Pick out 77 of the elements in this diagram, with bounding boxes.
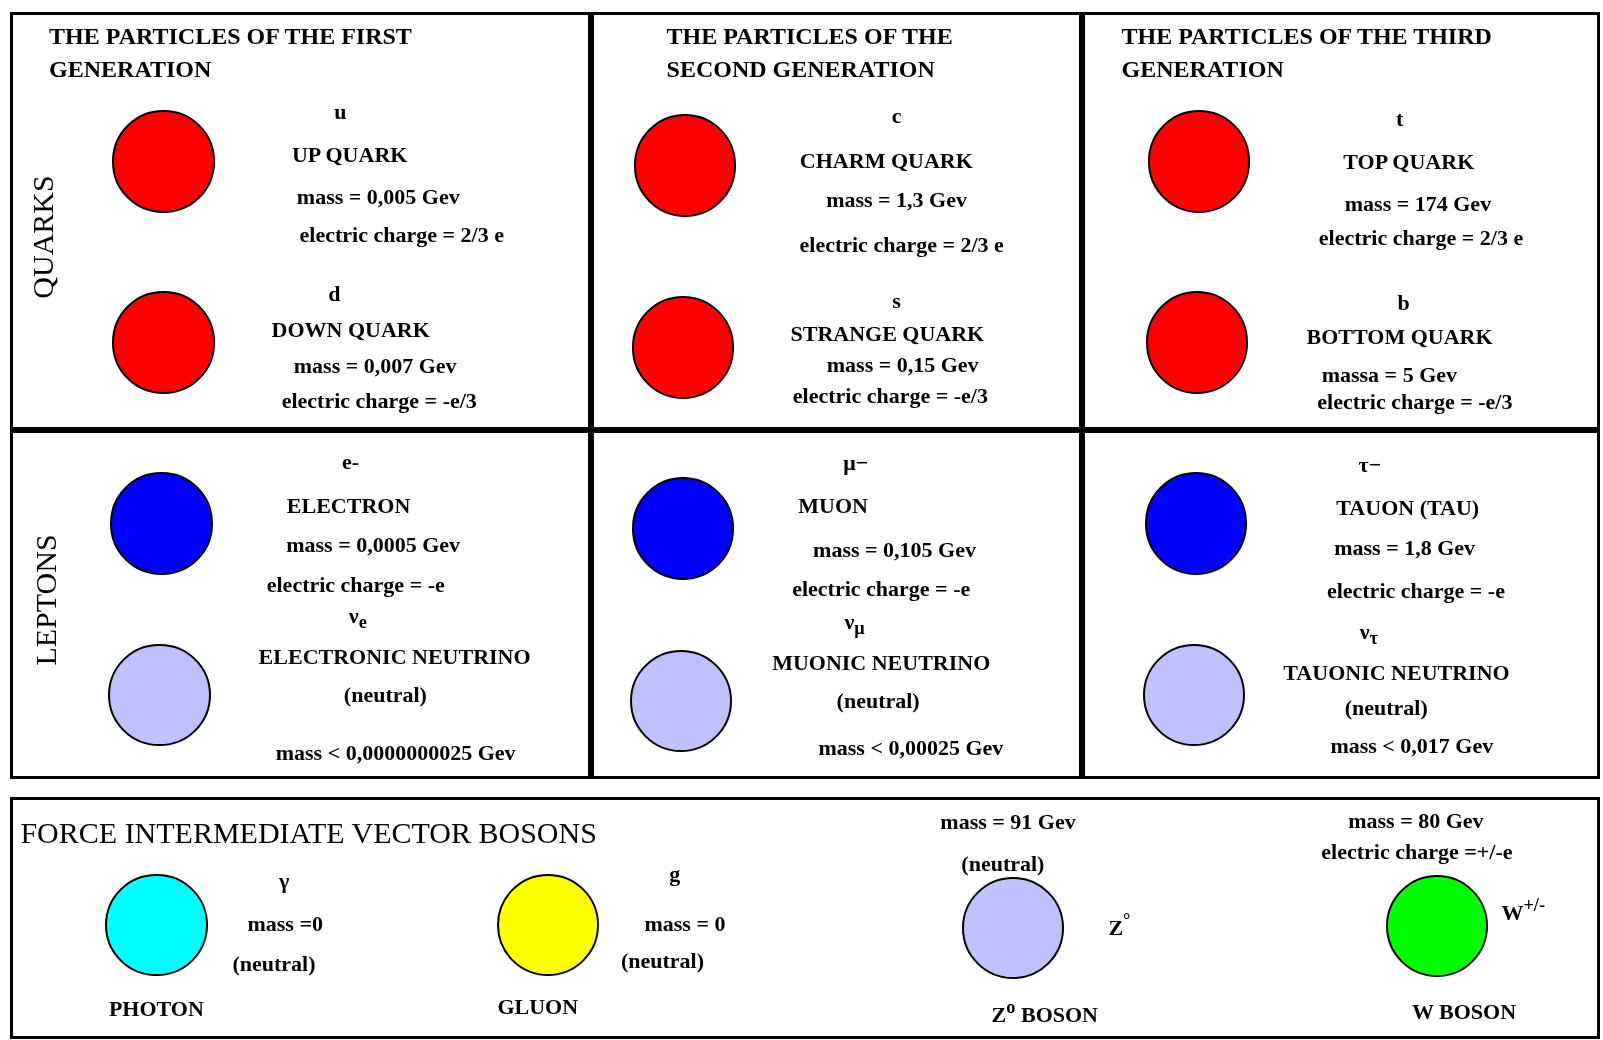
table-cell — [1081, 12, 1600, 431]
particle-info-text: ν$_{e}$ — [348, 604, 367, 633]
particle-info-text: PHOTON — [108, 996, 204, 1022]
particle-info-text: γ — [279, 869, 290, 894]
particle-info-text: TOP QUARK — [1343, 149, 1475, 174]
particle-info-text: mass < 0,00025 Gev — [818, 736, 1004, 761]
particle-info-text: mass = 1,3 Gev — [826, 188, 967, 213]
particle-info-text: mass = 0,005 Gev — [296, 185, 460, 210]
particle-info-text: TAUON (TAU) — [1336, 496, 1480, 521]
particle-info-text: MUON — [798, 493, 868, 519]
particle-info-text: d — [328, 282, 341, 307]
particle-info-text: TAUONIC NEUTRINO — [1283, 660, 1510, 685]
particle-info-text: b — [1397, 290, 1410, 315]
section-panel — [10, 797, 1600, 1039]
particle-info-text: electric charge = -e — [266, 572, 445, 597]
particle-info-text: s — [892, 288, 901, 313]
particle-info-text: (neutral) — [961, 851, 1045, 876]
table-cell — [1081, 430, 1600, 779]
particle-info-text: u — [334, 100, 347, 125]
particle-info-text: electric charge = -e — [1326, 578, 1505, 603]
particle-info-text: ν$_{μ}$ — [844, 609, 865, 638]
particle-info-text: mass =0 — [247, 912, 323, 937]
particle-info-text: electric charge = -e/3 — [281, 388, 477, 413]
particle-info-text: ELECTRONIC NEUTRINO — [258, 645, 531, 670]
particle-info-text: electric charge = 2/3 e — [799, 233, 1004, 258]
table-cell — [590, 430, 1082, 779]
particle-info-text: mass < 0,017 Gev — [1330, 734, 1494, 759]
particle-info-text: BOTTOM QUARK — [1306, 325, 1493, 350]
particle-info-text: mass = 0,105 Gev — [813, 537, 976, 563]
particle-info-text: Z$^{o}$ BOSON — [991, 997, 1098, 1027]
particle-info-text: mass = 174 Gev — [1344, 192, 1492, 217]
particle-info-text: GLUON — [497, 994, 579, 1020]
particle-info-text: STRANGE QUARK — [790, 322, 985, 347]
particle-info-text: mass = 80 Gev — [1348, 808, 1484, 833]
particle-info-text: (neutral) — [1344, 696, 1428, 721]
row-heading: LEPTONS — [29, 534, 63, 666]
particle-info-text: CHARM QUARK — [799, 148, 973, 173]
particle-info-text: electric charge = 2/3 e — [1318, 226, 1524, 251]
particle-info-text: massa = 5 Gev — [1321, 363, 1457, 388]
particle-info-text: τ− — [1358, 453, 1382, 478]
particle-info-text: (neutral) — [620, 948, 704, 974]
particle-info-text: c — [891, 103, 902, 128]
table-cell — [590, 12, 1082, 431]
particle-info-text: mass = 0,007 Gev — [293, 353, 457, 379]
particle-info-text: electric charge = -e — [792, 576, 971, 601]
column-heading: THE PARTICLES OF THE THIRD GENERATION — [1121, 22, 1493, 84]
particle-info-text: mass = 1,8 Gev — [1334, 535, 1476, 561]
particle-info-text: mass = 0 — [644, 912, 726, 937]
particle-info-text: e- — [342, 450, 360, 475]
particle-info-text: electric charge = -e/3 — [792, 383, 988, 408]
particle-info-text: (neutral) — [343, 683, 427, 708]
particle-info-text: W BOSON — [1411, 1000, 1516, 1025]
particle-info-text: (neutral) — [836, 689, 920, 714]
particle-info-text: W$^{+/-}$ — [1501, 895, 1546, 925]
particle-info-text: electric charge = -e/3 — [1317, 389, 1513, 414]
row-heading: QUARKS — [25, 175, 60, 299]
particle-info-text: ELECTRON — [286, 493, 411, 519]
particle-info-text: g — [669, 862, 681, 887]
column-heading: THE PARTICLES OF THE SECOND GENERATION — [666, 22, 954, 84]
table-cell — [10, 12, 591, 431]
particle-info-text: DOWN QUARK — [271, 318, 430, 343]
particle-info-text: MUONIC NEUTRINO — [772, 651, 991, 676]
section-heading: FORCE INTERMEDIATE VECTOR BOSONS — [20, 814, 598, 851]
particle-info-text: UP QUARK — [291, 143, 408, 168]
column-heading: THE PARTICLES OF THE FIRST GENERATION — [49, 22, 413, 84]
particle-info-text: μ− — [843, 451, 869, 476]
particle-info-text: t — [1395, 106, 1404, 131]
particle-info-text: mass < 0,0000000025 Gev — [275, 741, 516, 766]
particle-info-text: ν$_{τ}$ — [1359, 619, 1378, 649]
particle-info-text: electric charge = 2/3 e — [299, 223, 504, 248]
particle-info-text: mass = 0,0005 Gev — [286, 532, 461, 557]
particle-info-text: (neutral) — [232, 951, 316, 977]
particle-info-text: Z$^{°}$ — [1108, 910, 1131, 940]
particle-info-text: electric charge =+/-e — [1321, 839, 1513, 864]
particle-info-text: mass = 91 Gev — [940, 809, 1076, 835]
particle-info-text: mass = 0,15 Gev — [826, 352, 979, 378]
table-cell — [10, 430, 591, 779]
